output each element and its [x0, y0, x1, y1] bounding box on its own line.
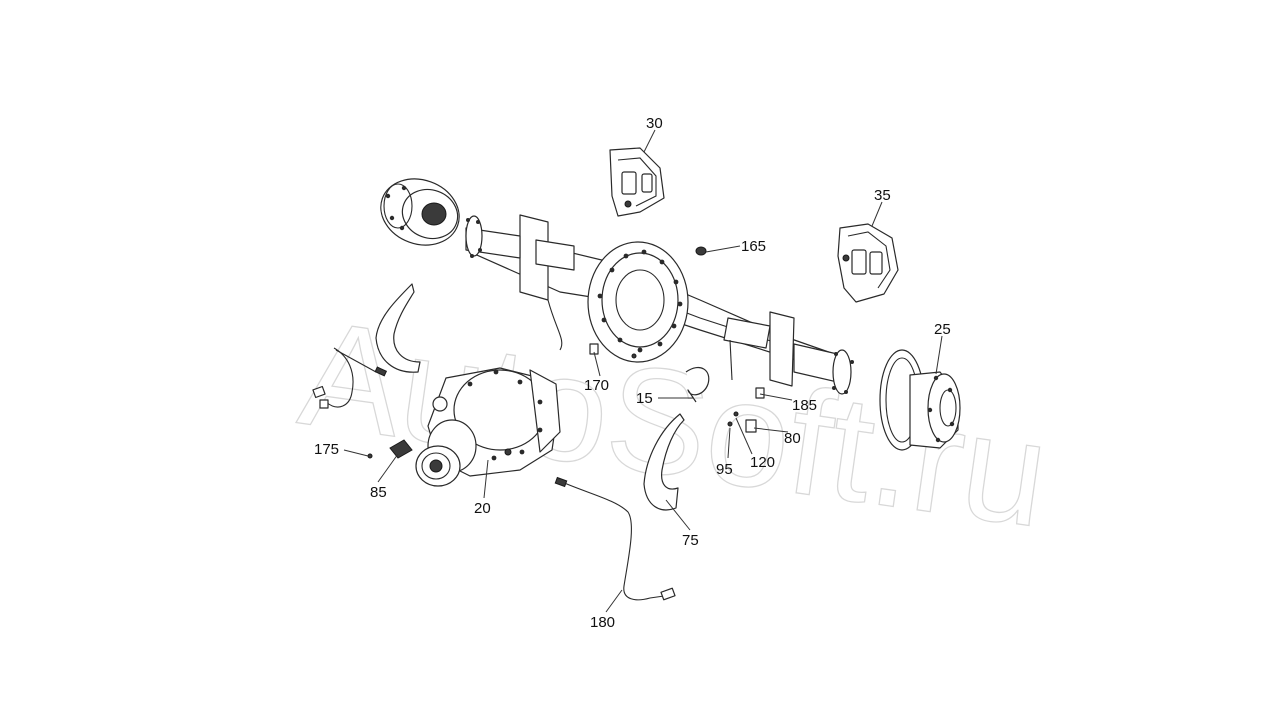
- bolt-120: [733, 411, 739, 417]
- abs-sensor-cable-right: [554, 476, 676, 601]
- callout-175: 175: [314, 441, 339, 458]
- right-hub-disc: [879, 349, 961, 451]
- brake-caliper-right: [837, 223, 899, 303]
- callout-30: 30: [646, 115, 663, 132]
- callout-15: 15: [636, 390, 653, 407]
- abs-sensor-cable-left: [312, 347, 388, 459]
- callout-95: 95: [716, 461, 733, 478]
- sensor-80: [745, 419, 757, 433]
- differential-carrier: [415, 367, 561, 487]
- callout-85: 85: [370, 484, 387, 501]
- axle-center-bowl: [587, 241, 689, 363]
- callout-170: 170: [584, 377, 609, 394]
- dust-shield-upper: [375, 283, 421, 373]
- plate-85: [389, 439, 413, 459]
- callout-120: 120: [750, 454, 775, 471]
- left-hub-drum: [380, 178, 460, 246]
- plug-165: [695, 246, 707, 256]
- callout-25: 25: [934, 321, 951, 338]
- left-axle-spindle: [465, 215, 521, 259]
- bracket-185: [755, 387, 765, 399]
- callout-185: 185: [792, 397, 817, 414]
- callout-165: 165: [741, 238, 766, 255]
- callout-75: 75: [682, 532, 699, 549]
- dust-shield-lower: [643, 413, 685, 511]
- callout-20: 20: [474, 500, 491, 517]
- brake-caliper-left: [609, 147, 665, 217]
- right-axle-spindle: [793, 343, 854, 395]
- callout-180: 180: [590, 614, 615, 631]
- callout-labels: 30 35 165 25 170 15 185 80 120 95 175 85…: [314, 115, 951, 631]
- bracket-15: [685, 367, 710, 403]
- leader-lines: [343, 129, 943, 613]
- washer-95: [727, 421, 733, 427]
- callout-80: 80: [784, 430, 801, 447]
- callout-35: 35: [874, 187, 891, 204]
